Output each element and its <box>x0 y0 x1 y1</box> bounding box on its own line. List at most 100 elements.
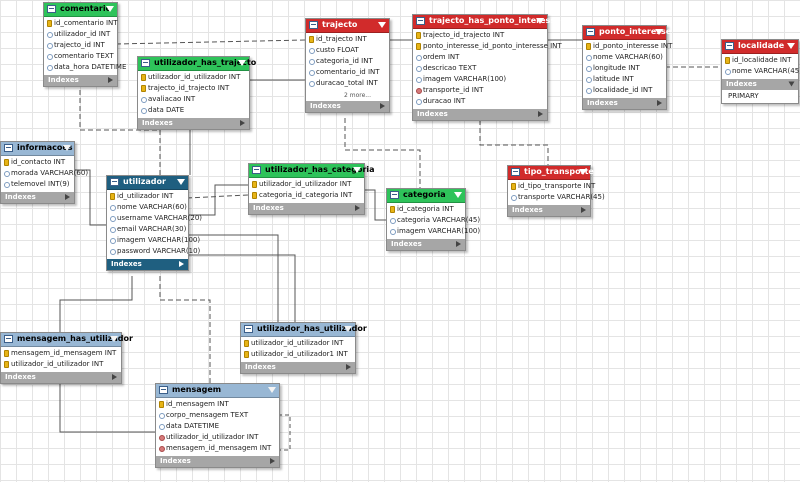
expand-arrow-icon[interactable] <box>108 77 113 83</box>
column-row[interactable]: trajecto_id_trajecto INT <box>413 30 547 41</box>
indexes-bar[interactable]: Indexes <box>413 109 547 120</box>
column-row[interactable]: duracao_total INT <box>306 78 389 89</box>
column-row[interactable]: custo FLOAT <box>306 45 389 56</box>
column-row[interactable]: avaliacao INT <box>138 94 249 105</box>
indexes-bar[interactable]: Indexes <box>306 101 389 112</box>
indexes-bar[interactable]: Indexes <box>1 372 121 383</box>
column-row[interactable]: utilizador_id_utilizador INT <box>241 338 355 349</box>
column-row[interactable]: categoria VARCHAR(45) <box>387 215 480 226</box>
collapse-arrow-icon[interactable] <box>536 18 544 24</box>
table-header[interactable]: utilizador <box>107 176 188 190</box>
table-trajecto-has-ponto-interesse[interactable]: trajecto_has_ponto_interesse trajecto_id… <box>412 14 562 121</box>
column-row[interactable]: morada VARCHAR(60) <box>1 168 88 179</box>
indexes-bar[interactable]: Indexes <box>107 259 188 270</box>
table-header[interactable]: trajecto <box>306 19 389 33</box>
index-item[interactable]: PRIMARY <box>728 92 759 100</box>
column-row[interactable]: id_trajecto INT <box>306 34 389 45</box>
column-row[interactable]: nome VARCHAR(60) <box>583 52 666 63</box>
collapse-arrow-icon[interactable] <box>268 387 276 393</box>
more-columns-label[interactable]: 2 more... <box>344 92 371 99</box>
column-row[interactable]: utilizador_id_utilizador INT <box>249 179 364 190</box>
collapse-arrow-icon[interactable] <box>579 169 587 175</box>
collapse-arrow-icon[interactable] <box>238 60 246 66</box>
column-row[interactable]: comentario TEXT <box>44 51 117 62</box>
collapse-arrow-icon[interactable] <box>63 145 71 151</box>
table-header[interactable]: utilizador_has_categoria <box>249 164 375 178</box>
indexes-bar[interactable]: Indexes <box>156 456 279 467</box>
column-row[interactable]: id_ponto_interesse INT <box>583 41 672 52</box>
expand-arrow-icon[interactable] <box>240 120 245 126</box>
collapse-arrow-icon[interactable] <box>110 336 118 342</box>
collapse-arrow-icon[interactable] <box>787 43 795 49</box>
expand-arrow-icon[interactable] <box>355 205 360 211</box>
indexes-bar[interactable]: Indexes <box>583 98 666 109</box>
column-row[interactable]: categoria_id_categoria INT <box>249 190 364 201</box>
column-row[interactable]: imagem VARCHAR(100) <box>413 74 547 85</box>
column-row[interactable]: duracao INT <box>413 96 547 107</box>
collapse-arrow-icon[interactable] <box>655 29 663 35</box>
table-header[interactable]: informacoes <box>1 142 74 156</box>
table-header[interactable]: tipo_transporte <box>508 166 594 180</box>
column-row[interactable]: latitude INT <box>583 74 666 85</box>
collapse-arrow-icon[interactable] <box>353 167 361 173</box>
column-row[interactable]: data DATETIME <box>156 421 279 432</box>
column-row[interactable]: data_hora DATETIME <box>44 62 126 73</box>
column-row[interactable]: utilizador_id_utilizador INT <box>1 359 121 370</box>
indexes-bar[interactable]: Indexes <box>44 75 117 86</box>
column-row[interactable]: imagem VARCHAR(100) <box>107 235 200 246</box>
collapse-arrow-icon[interactable] <box>177 179 185 185</box>
table-utilizador-has-categoria[interactable]: utilizador_has_categoria utilizador_id_u… <box>248 163 375 215</box>
column-row[interactable]: email VARCHAR(30) <box>107 224 188 235</box>
column-row[interactable]: categoria_id INT <box>306 56 389 67</box>
column-row[interactable]: localidade_id INT <box>583 85 666 96</box>
column-row[interactable]: trajecto_id INT <box>44 40 117 51</box>
indexes-bar[interactable]: Indexes <box>241 362 355 373</box>
column-row[interactable]: comentario_id INT <box>306 67 389 78</box>
column-row[interactable]: trajecto_id_trajecto INT <box>138 83 249 94</box>
column-row[interactable]: utilizador_id_utilizador1 INT <box>241 349 355 360</box>
column-row[interactable]: ponto_interesse_id_ponto_interesse INT <box>413 41 562 52</box>
column-row[interactable]: descricao TEXT <box>413 63 547 74</box>
indexes-bar[interactable]: Indexes <box>249 203 364 214</box>
indexes-bar[interactable]: Indexes <box>722 79 798 90</box>
table-utilizador-has-trajecto[interactable]: utilizador_has_trajecto utilizador_id_ut… <box>137 56 256 130</box>
expand-arrow-icon[interactable] <box>270 458 275 464</box>
indexes-bar[interactable]: Indexes <box>387 239 465 250</box>
table-header[interactable]: localidade <box>722 40 798 54</box>
table-header[interactable]: mensagem_has_utilizador <box>1 333 133 347</box>
column-row[interactable]: id_mensagem INT <box>156 399 279 410</box>
column-row[interactable]: id_comentario INT <box>44 18 118 29</box>
collapse-arrow-icon[interactable] <box>106 6 114 12</box>
indexes-bar[interactable]: Indexes <box>1 192 74 203</box>
column-row[interactable]: utilizador_id_utilizador INT <box>156 432 279 443</box>
column-row[interactable]: utilizador_id INT <box>44 29 117 40</box>
table-header[interactable]: mensagem <box>156 384 279 398</box>
indexes-bar[interactable]: Indexes <box>508 205 590 216</box>
table-header[interactable]: utilizador_has_utilizador <box>241 323 367 337</box>
column-row[interactable]: data DATE <box>138 105 249 116</box>
indexes-bar[interactable]: Indexes <box>138 118 249 129</box>
collapse-arrow-icon[interactable] <box>378 22 386 28</box>
table-header[interactable]: ponto_interesse <box>583 26 671 40</box>
table-header[interactable]: comentario <box>44 3 117 17</box>
collapse-arrow-icon[interactable] <box>344 326 352 332</box>
expand-arrow-icon[interactable] <box>380 103 385 109</box>
column-row[interactable]: imagem VARCHAR(100) <box>387 226 480 237</box>
column-row[interactable]: transporte VARCHAR(45) <box>508 192 605 203</box>
expand-arrow-icon[interactable] <box>65 194 70 200</box>
column-row[interactable]: id_contacto INT <box>1 157 74 168</box>
table-utilizador-has-utilizador[interactable]: utilizador_has_utilizador utilizador_id_… <box>240 322 367 374</box>
collapse-arrow-icon[interactable] <box>454 192 462 198</box>
table-header[interactable]: categoria <box>387 189 465 203</box>
column-row[interactable]: id_tipo_transporte INT <box>508 181 595 192</box>
column-row[interactable]: corpo_mensagem TEXT <box>156 410 279 421</box>
expand-arrow-icon[interactable] <box>657 100 662 106</box>
table-mensagem-has-utilizador[interactable]: mensagem_has_utilizador mensagem_id_mens… <box>0 332 133 384</box>
expand-arrow-icon[interactable] <box>456 241 461 247</box>
column-row[interactable]: longitude INT <box>583 63 666 74</box>
column-row[interactable]: nome VARCHAR(60) <box>107 202 188 213</box>
